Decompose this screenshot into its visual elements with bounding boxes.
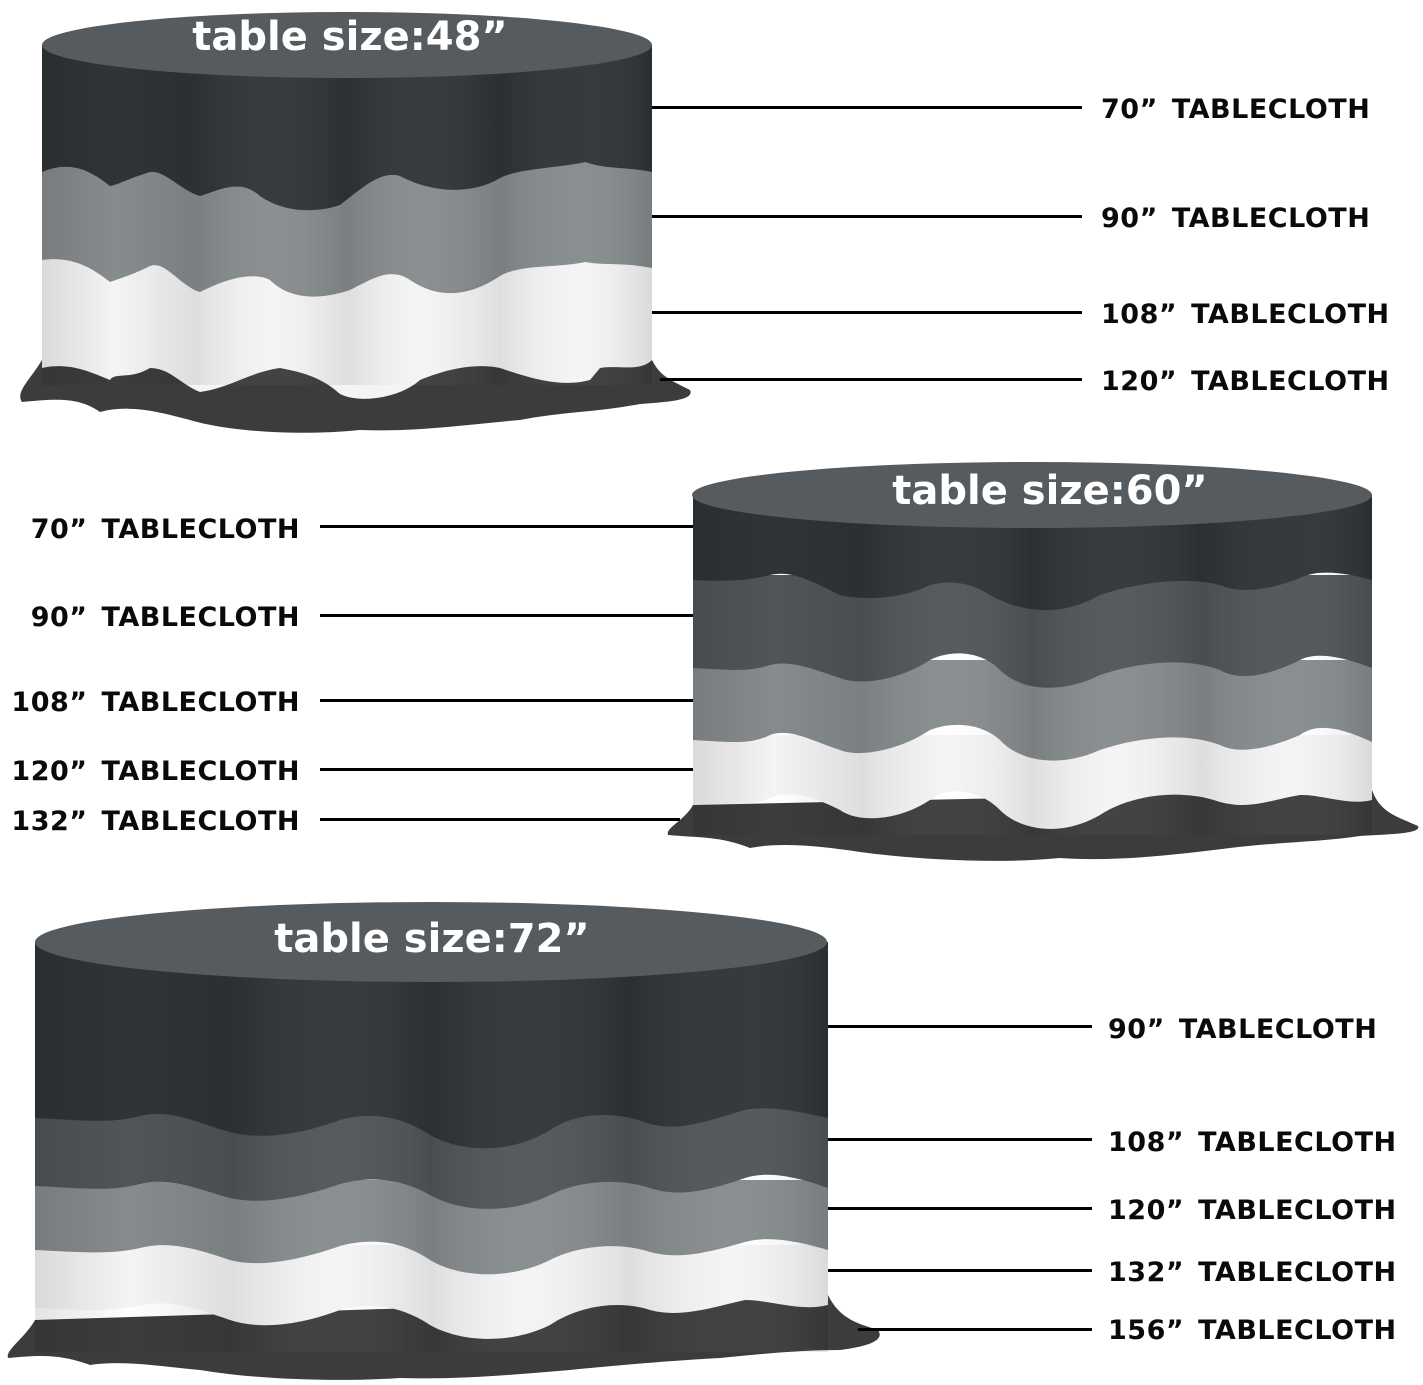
leader-line (828, 1138, 1092, 1141)
label-48-108: 108” TABLECLOTH (1101, 300, 1390, 330)
tablecloth-layers-graphic (667, 462, 1419, 861)
label-60-120: 120” TABLECLOTH (11, 757, 300, 787)
label-48-90: 90” TABLECLOTH (1101, 204, 1370, 234)
size-word: TABLECLOTH (1198, 1195, 1397, 1226)
size-word: TABLECLOTH (1198, 1127, 1397, 1158)
leader-line (320, 699, 693, 702)
size-value: 70” (30, 514, 88, 545)
leader-line (320, 768, 693, 771)
size-word: TABLECLOTH (101, 514, 300, 545)
label-72-108: 108” TABLECLOTH (1108, 1128, 1397, 1158)
label-60-70: 70” TABLECLOTH (31, 515, 300, 545)
size-word: TABLECLOTH (101, 806, 300, 837)
size-value: 90” (1101, 203, 1158, 234)
size-word: TABLECLOTH (1198, 1315, 1397, 1346)
table-top (42, 12, 652, 78)
leader-line (320, 525, 693, 528)
leader-line (320, 818, 680, 821)
size-value: 108” (11, 687, 88, 718)
table-72-illustration: table size:72” (0, 880, 900, 1385)
label-60-108: 108” TABLECLOTH (11, 688, 300, 718)
label-72-120: 120” TABLECLOTH (1108, 1196, 1397, 1226)
leader-line (828, 1269, 1092, 1272)
size-value: 90” (30, 602, 88, 633)
leader-line (828, 1207, 1092, 1210)
label-72-90: 90” TABLECLOTH (1108, 1015, 1377, 1045)
size-value: 120” (1101, 366, 1178, 397)
size-word: TABLECLOTH (101, 602, 300, 633)
leader-line (660, 378, 1082, 381)
size-word: TABLECLOTH (101, 756, 300, 787)
size-word: TABLECLOTH (1191, 299, 1390, 330)
leader-line (320, 614, 693, 617)
size-word: TABLECLOTH (1178, 1014, 1378, 1045)
table-top (35, 902, 827, 982)
leader-line (828, 1025, 1092, 1028)
label-72-132: 132” TABLECLOTH (1108, 1258, 1397, 1288)
size-word: TABLECLOTH (1171, 203, 1371, 234)
size-value: 132” (1108, 1257, 1185, 1288)
label-60-132: 132” TABLECLOTH (11, 807, 300, 837)
table-size-title: table size:72” (274, 916, 590, 962)
table-top (692, 462, 1372, 528)
table-size-title: table size:60” (892, 468, 1208, 514)
leader-line (858, 1328, 1092, 1331)
label-48-120: 120” TABLECLOTH (1101, 367, 1390, 397)
size-value: 156” (1108, 1315, 1185, 1346)
leader-line (652, 311, 1082, 314)
label-60-90: 90” TABLECLOTH (31, 603, 300, 633)
label-48-70: 70” TABLECLOTH (1101, 95, 1370, 125)
size-value: 90” (1108, 1014, 1165, 1045)
tablecloth-layers-graphic (20, 12, 691, 433)
size-word: TABLECLOTH (101, 687, 300, 718)
size-value: 120” (1108, 1195, 1185, 1226)
tablecloth-layers-graphic (7, 902, 880, 1380)
size-value: 108” (1101, 299, 1178, 330)
size-word: TABLECLOTH (1191, 366, 1390, 397)
table-size-title: table size:48” (192, 14, 508, 60)
size-value: 120” (11, 756, 88, 787)
table-60-illustration: table size:60” (660, 450, 1423, 870)
size-value: 70” (1101, 94, 1158, 125)
size-value: 108” (1108, 1127, 1185, 1158)
size-word: TABLECLOTH (1198, 1257, 1397, 1288)
table-48-illustration: table size:48” (0, 0, 700, 440)
size-word: TABLECLOTH (1171, 94, 1371, 125)
leader-line (652, 215, 1082, 218)
size-value: 132” (11, 806, 88, 837)
leader-line (652, 106, 1082, 109)
label-72-156: 156” TABLECLOTH (1108, 1316, 1397, 1346)
